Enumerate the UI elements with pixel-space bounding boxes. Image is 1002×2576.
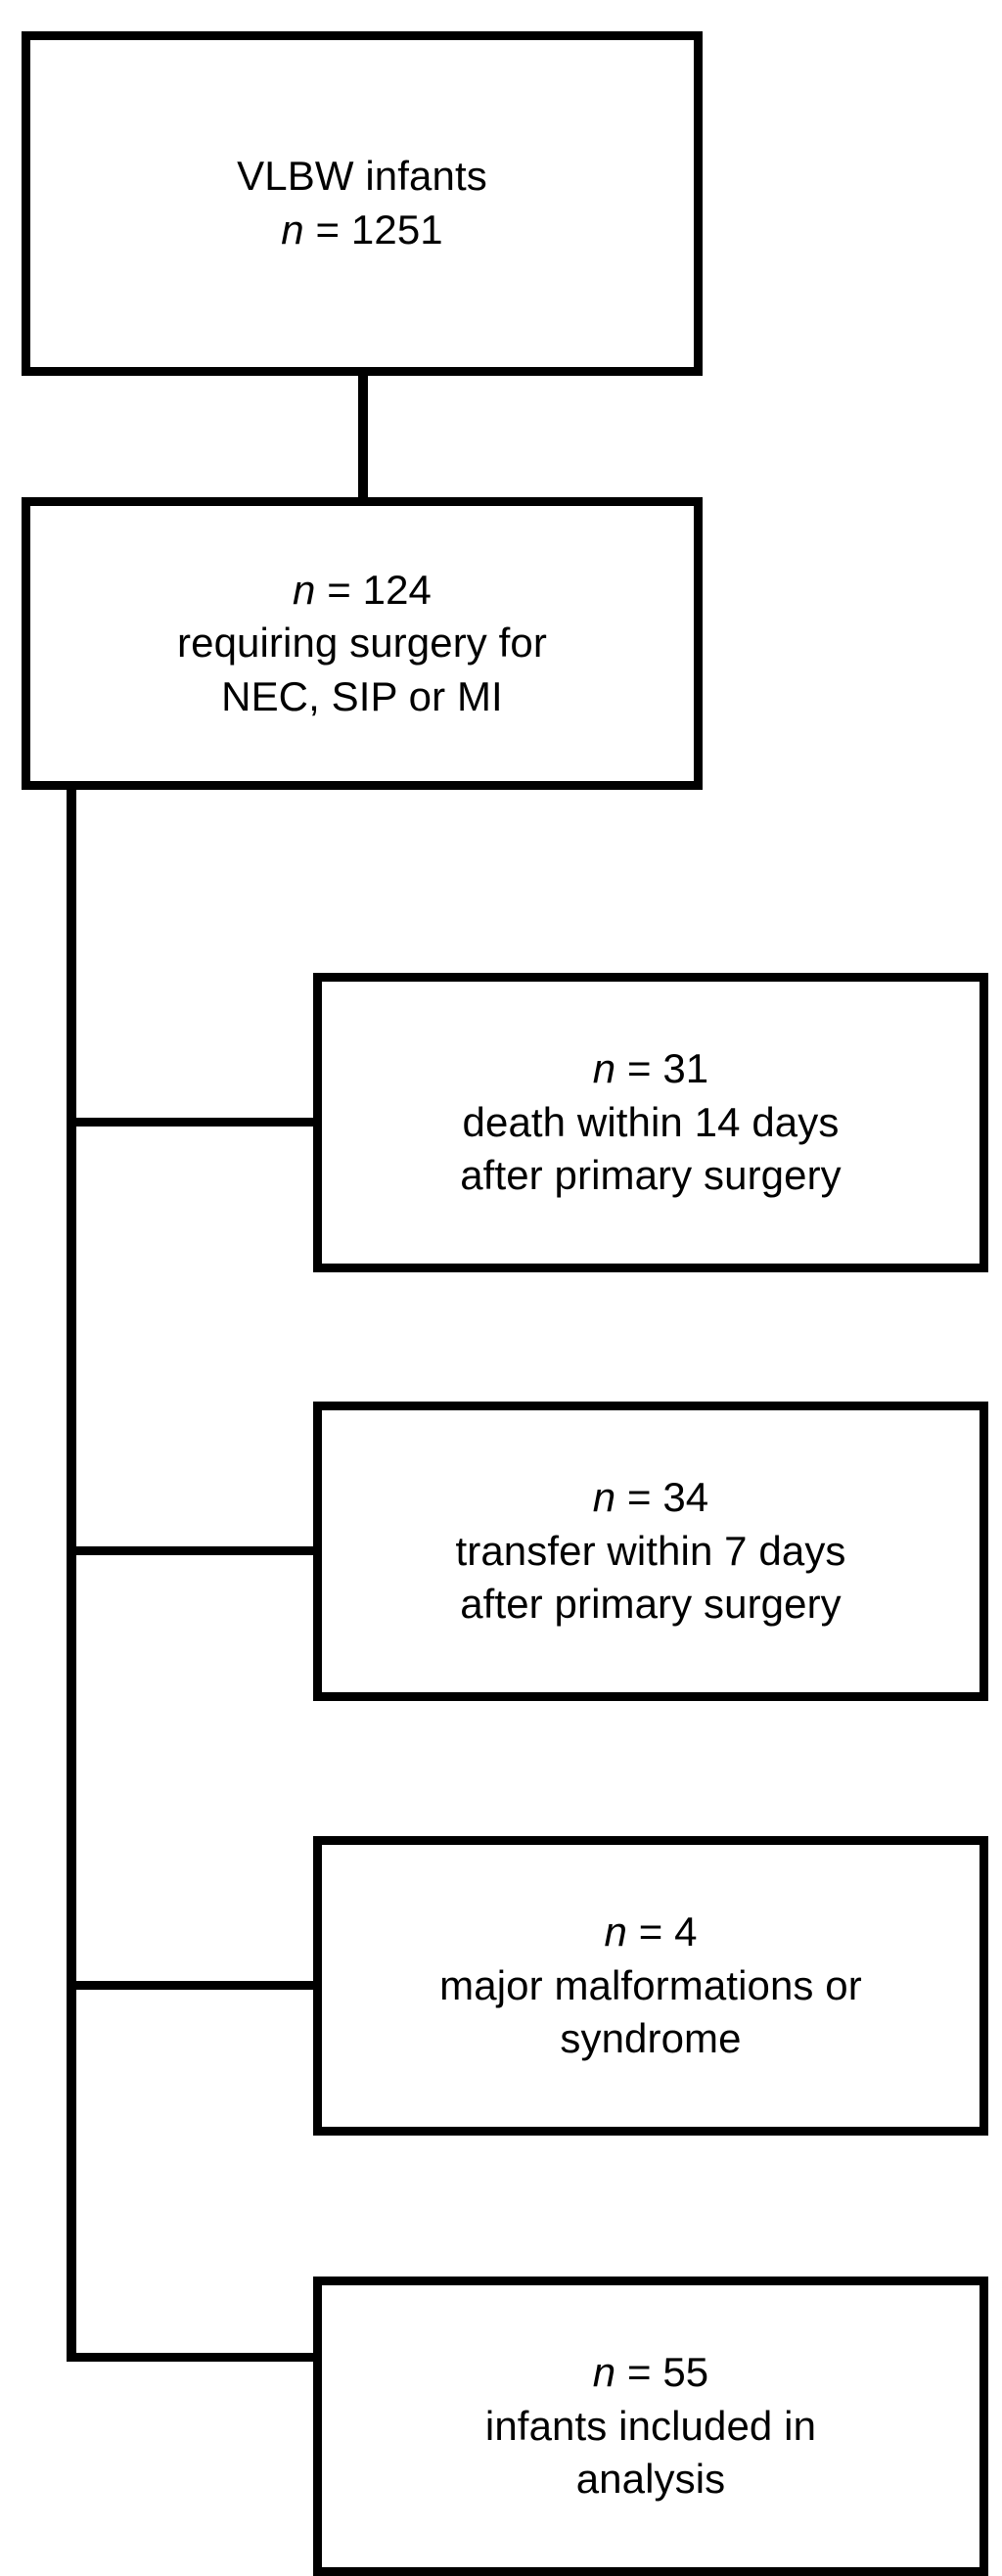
node-transfer-exclusion-line3: after primary surgery (460, 1581, 842, 1628)
variable-n-symbol: n (592, 2349, 616, 2396)
node-transfer-exclusion: n = 34 transfer within 7 days after prim… (313, 1402, 988, 1701)
variable-n-symbol: n (592, 1474, 616, 1521)
connector-stub-malformation (67, 1981, 317, 1990)
node-included-in-analysis-line3: analysis (575, 2456, 726, 2503)
node-malformation-exclusion-line2: major malformations or (439, 1961, 862, 2008)
node-malformation-exclusion: n = 4 major malformations or syndrome (313, 1836, 988, 2136)
node-transfer-exclusion-count: n = 34 (593, 1471, 709, 1525)
node-death-exclusion-count: n = 31 (593, 1042, 709, 1096)
connector-cohort-to-surgery (358, 372, 368, 501)
variable-n-symbol: n (292, 566, 316, 613)
variable-n-symbol: n (281, 207, 304, 253)
node-requiring-surgery-count: n = 124 (293, 564, 432, 618)
node-requiring-surgery-count-value: = 124 (315, 566, 432, 613)
node-requiring-surgery-line3: NEC, SIP or MI (221, 672, 503, 719)
variable-n-symbol: n (592, 1045, 616, 1092)
node-malformation-exclusion-line3: syndrome (560, 2015, 742, 2062)
node-death-exclusion: n = 31 death within 14 days after primar… (313, 973, 988, 1272)
variable-n-symbol: n (604, 1909, 627, 1955)
node-death-exclusion-line2: death within 14 days (462, 1098, 840, 1145)
node-requiring-surgery-line2: requiring surgery for (177, 620, 547, 667)
connector-exclusion-spine (67, 783, 76, 2361)
connector-stub-transfer (67, 1546, 317, 1555)
node-death-exclusion-line3: after primary surgery (460, 1152, 842, 1199)
node-vlbw-cohort-title: VLBW infants (237, 153, 487, 200)
node-included-in-analysis-line2: infants included in (484, 2402, 817, 2449)
node-vlbw-cohort: VLBW infants n = 1251 (22, 31, 703, 376)
node-malformation-exclusion-count: n = 4 (604, 1906, 697, 1959)
node-death-exclusion-count-value: = 31 (615, 1045, 709, 1092)
connector-stub-included (67, 2353, 317, 2362)
node-transfer-exclusion-count-value: = 34 (615, 1474, 709, 1521)
node-transfer-exclusion-line2: transfer within 7 days (455, 1527, 846, 1574)
node-included-in-analysis-count: n = 55 (593, 2346, 709, 2400)
node-vlbw-cohort-count: n = 1251 (281, 204, 442, 257)
node-vlbw-cohort-count-value: = 1251 (303, 207, 443, 253)
node-included-in-analysis: n = 55 infants included in analysis (313, 2277, 988, 2576)
connector-stub-death (67, 1118, 317, 1127)
node-requiring-surgery: n = 124 requiring surgery for NEC, SIP o… (22, 497, 703, 790)
node-included-in-analysis-count-value: = 55 (615, 2349, 709, 2396)
node-malformation-exclusion-count-value: = 4 (626, 1909, 698, 1955)
